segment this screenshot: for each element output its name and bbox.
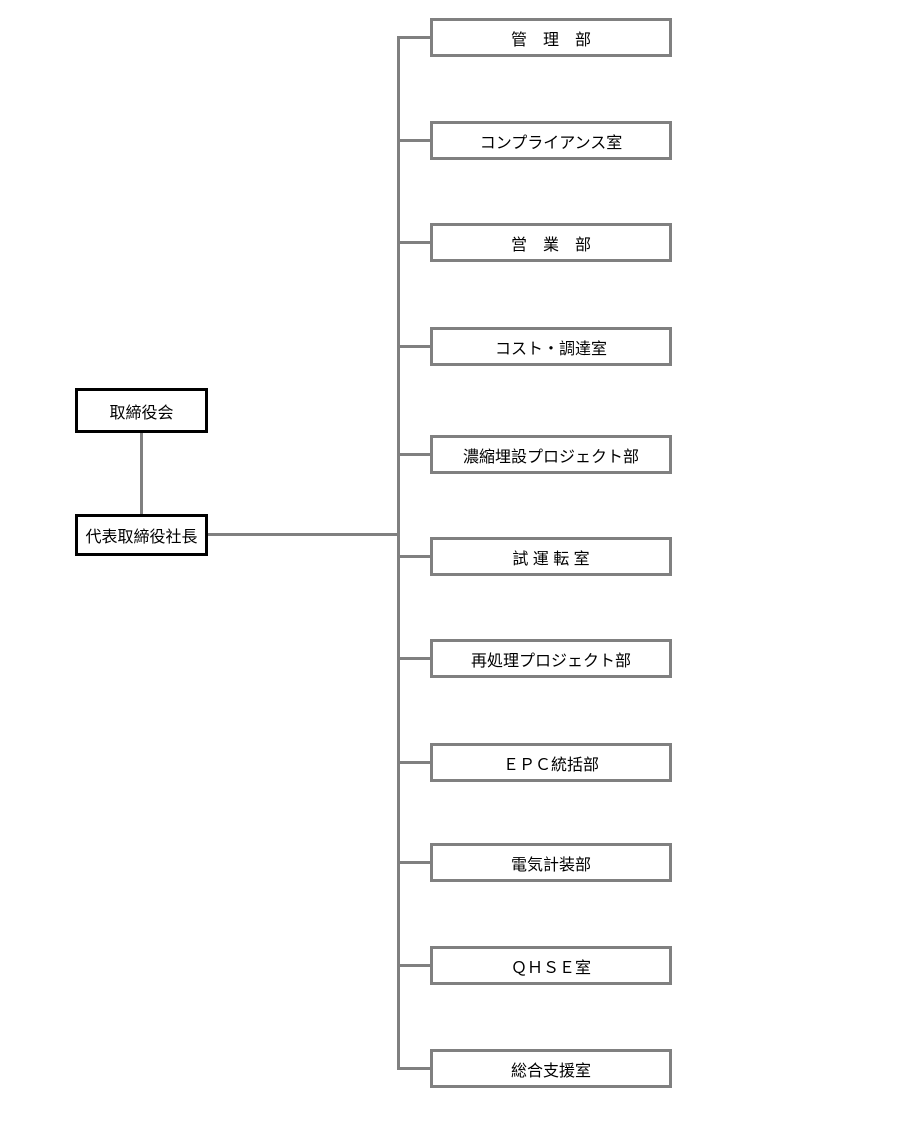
department-node: コンプライアンス室	[397, 121, 672, 160]
branch-connector-line	[397, 761, 430, 764]
department-node: 試 運 転 室	[397, 537, 672, 576]
department-node: 電気計装部	[397, 843, 672, 882]
department-box: ＥＰＣ統括部	[430, 743, 672, 782]
branch-connector-line	[397, 36, 430, 39]
department-label: 総合支援室	[510, 1062, 591, 1080]
department-box: コスト・調達室	[430, 327, 672, 366]
department-label: 再処理プロジェクト部	[470, 652, 631, 670]
branch-connector-line	[397, 345, 430, 348]
department-node: 営 業 部	[397, 223, 672, 262]
department-node: コスト・調達室	[397, 327, 672, 366]
branch-connector-line	[397, 861, 430, 864]
department-label: 濃縮埋設プロジェクト部	[462, 448, 639, 466]
department-label: 電気計装部	[510, 856, 591, 874]
department-label: ＥＰＣ統括部	[502, 756, 599, 774]
department-node: ＥＰＣ統括部	[397, 743, 672, 782]
department-box: 濃縮埋設プロジェクト部	[430, 435, 672, 474]
department-label: 試 運 転 室	[512, 550, 590, 568]
department-box: 電気計装部	[430, 843, 672, 882]
president-trunk-connector-line	[208, 533, 400, 536]
department-node: ＱＨＳＥ室	[397, 946, 672, 985]
president-label: 代表取締役社長	[85, 529, 198, 546]
department-label: ＱＨＳＥ室	[510, 959, 591, 977]
department-label: 営 業 部	[510, 236, 591, 254]
department-box: 管 理 部	[430, 18, 672, 57]
branch-connector-line	[397, 964, 430, 967]
department-box: 総合支援室	[430, 1049, 672, 1088]
department-node: 管 理 部	[397, 18, 672, 57]
board-of-directors-label: 取締役会	[109, 404, 174, 422]
president-box: 代表取締役社長	[75, 514, 208, 556]
branch-connector-line	[397, 657, 430, 660]
board-president-connector-line	[140, 433, 143, 514]
branch-connector-line	[397, 1067, 430, 1070]
branch-connector-line	[397, 453, 430, 456]
department-node: 濃縮埋設プロジェクト部	[397, 435, 672, 474]
department-box: ＱＨＳＥ室	[430, 946, 672, 985]
department-box: 再処理プロジェクト部	[430, 639, 672, 678]
department-box: コンプライアンス室	[430, 121, 672, 160]
department-box: 試 運 転 室	[430, 537, 672, 576]
department-label: コスト・調達室	[494, 340, 607, 358]
trunk-line	[397, 36, 400, 1070]
branch-connector-line	[397, 241, 430, 244]
department-node: 総合支援室	[397, 1049, 672, 1088]
department-label: 管 理 部	[510, 31, 591, 49]
department-node: 再処理プロジェクト部	[397, 639, 672, 678]
board-of-directors-box: 取締役会	[75, 388, 208, 433]
department-label: コンプライアンス室	[479, 134, 623, 152]
department-box: 営 業 部	[430, 223, 672, 262]
branch-connector-line	[397, 555, 430, 558]
branch-connector-line	[397, 139, 430, 142]
